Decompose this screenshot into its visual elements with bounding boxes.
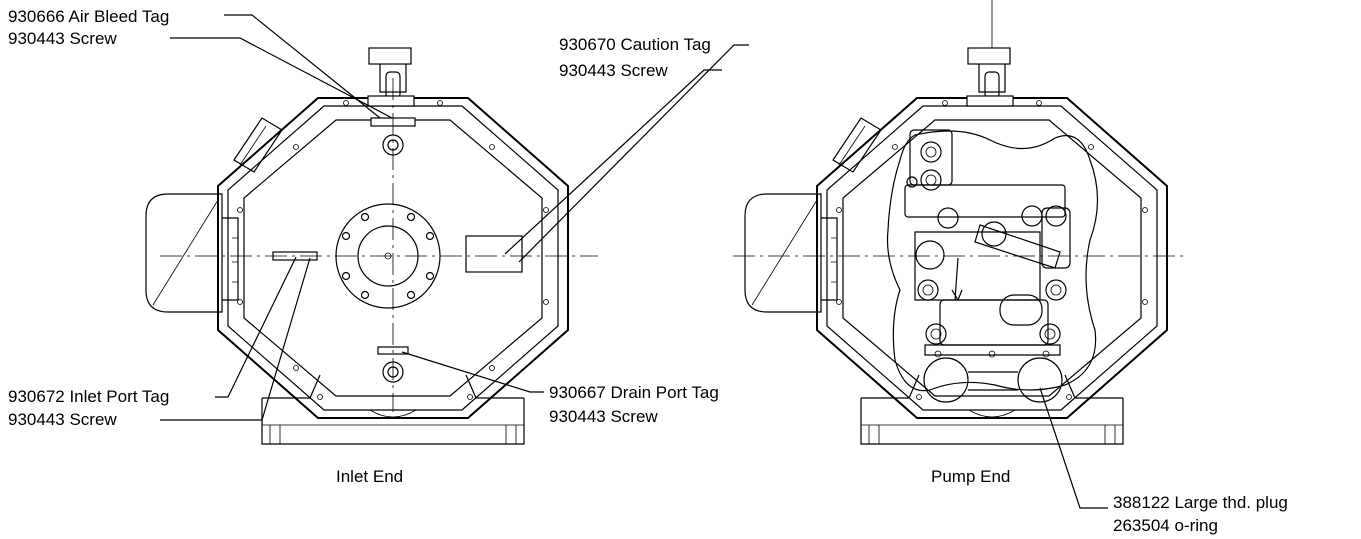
caution-leader	[518, 44, 749, 263]
drain-port-leader	[401, 351, 544, 393]
callout-labels: 930666 Air Bleed Tag 930443 Screw 930670…	[8, 7, 1288, 535]
plug-leader	[1039, 387, 1108, 509]
drain-port-tag-label: 930667 Drain Port Tag	[549, 383, 719, 402]
large-thd-plug-left	[923, 357, 969, 403]
inlet-port-screw-label: 930443 Screw	[8, 410, 117, 429]
o-ring-label: 263504 o-ring	[1113, 516, 1218, 535]
caution-tag	[465, 235, 523, 273]
pump-end-caption: Pump End	[931, 467, 1010, 486]
air-bleed-screw-leader	[170, 37, 393, 119]
rim-screws-pump	[836, 100, 1148, 400]
inlet-port-tag-label: 930672 Inlet Port Tag	[8, 387, 169, 406]
air-bleed-screw-label: 930443 Screw	[8, 29, 117, 48]
large-thd-plug-right	[1017, 357, 1063, 403]
drain-port-screw-label: 930443 Screw	[549, 407, 658, 426]
inlet-end-caption: Inlet End	[336, 467, 403, 486]
flange-bolts	[341, 212, 435, 300]
inlet-port-screw-leader	[160, 257, 311, 421]
caution-tag-label: 930670 Caution Tag	[559, 35, 711, 54]
inlet-port-leader	[215, 256, 297, 398]
plug-label: 388122 Large thd. plug	[1113, 493, 1288, 512]
air-bleed-tag-label: 930666 Air Bleed Tag	[8, 7, 169, 26]
leader-lines	[160, 14, 1108, 509]
caution-screw-leader	[504, 69, 722, 255]
inlet-end-view	[145, 47, 598, 445]
caution-screw-label: 930443 Screw	[559, 61, 668, 80]
pump-mechanism	[904, 129, 1071, 403]
air-bleed-leader	[224, 14, 381, 119]
rim-screws	[237, 100, 549, 400]
pump-end-view	[733, 0, 1187, 445]
